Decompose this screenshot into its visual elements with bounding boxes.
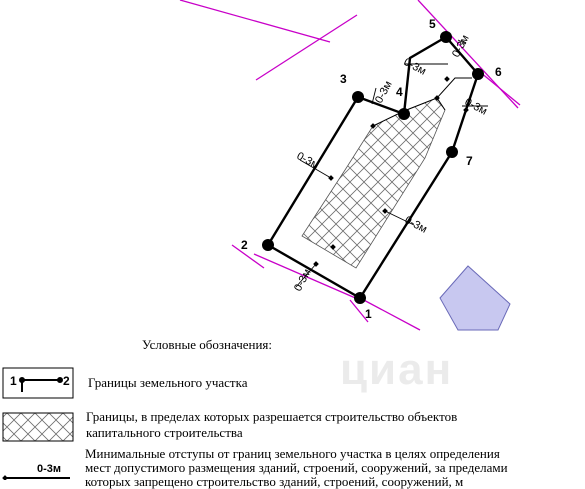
legend-text-offset-line3: которых запрещено строительство зданий, … — [85, 474, 464, 489]
point-label-3: 3 — [340, 72, 347, 86]
offset-label-west: 0-3м — [295, 150, 321, 172]
legend-symbol-buildable-area — [2, 412, 74, 442]
point-label-1: 1 — [365, 307, 372, 321]
legend-item-offset: Минимальные отступы от границ земельного… — [85, 447, 508, 489]
point-4 — [398, 108, 410, 120]
offset-label-south: 0-3м — [292, 267, 314, 293]
offset-dimension-lines — [295, 39, 488, 288]
legend-symbol-plot-boundary: 1 2 — [2, 367, 74, 399]
point-label-4: 4 — [396, 85, 403, 99]
point-1 — [354, 292, 366, 304]
legend-title: Условные обозначения: — [142, 337, 273, 352]
point-label-2: 2 — [241, 238, 248, 252]
offset-boundary-2 — [436, 97, 446, 111]
point-5 — [440, 31, 452, 43]
watermark-logo: циан — [340, 345, 454, 394]
legend-item-plot-boundary: Границы земельного участка — [88, 375, 248, 391]
point-label-5: 5 — [429, 17, 436, 31]
point-label-7: 7 — [466, 154, 473, 168]
legend-offset-label: 0-3м — [37, 463, 61, 475]
legend-text-plot-boundary: Границы земельного участка — [88, 375, 248, 390]
legend-symbol-start: 1 — [10, 374, 17, 388]
point-label-6: 6 — [495, 65, 502, 79]
neighbor-boundaries — [179, 0, 521, 331]
legend-symbol-end: 2 — [63, 374, 70, 388]
point-2 — [262, 239, 274, 251]
offset-label-east: 0-3м — [463, 96, 489, 118]
point-6 — [472, 68, 484, 80]
legend-item-buildable-area: Границы, в пределах которых разрешается … — [86, 409, 457, 441]
point-7 — [446, 146, 458, 158]
point-3 — [352, 91, 364, 103]
offset-label-southeast: 0-3м — [403, 214, 429, 236]
offset-label-point4: 0-3м — [373, 79, 395, 105]
buildable-area — [301, 97, 446, 269]
neighbor-building — [439, 265, 511, 331]
offset-label-point5: 0-3м — [450, 33, 472, 59]
offset-label-north: 0-3м — [402, 56, 428, 78]
legend-text-buildable-line2: капитального строительства — [86, 425, 243, 440]
legend-text-offset-line2: мест допустимого размещения зданий, стро… — [85, 460, 508, 475]
legend-symbol-offset: 0-3м — [2, 463, 70, 480]
boundary-points — [262, 31, 484, 304]
legend-text-buildable-line1: Границы, в пределах которых разрешается … — [86, 409, 458, 424]
legend-text-offset-line1: Минимальные отступы от границ земельного… — [85, 446, 500, 461]
